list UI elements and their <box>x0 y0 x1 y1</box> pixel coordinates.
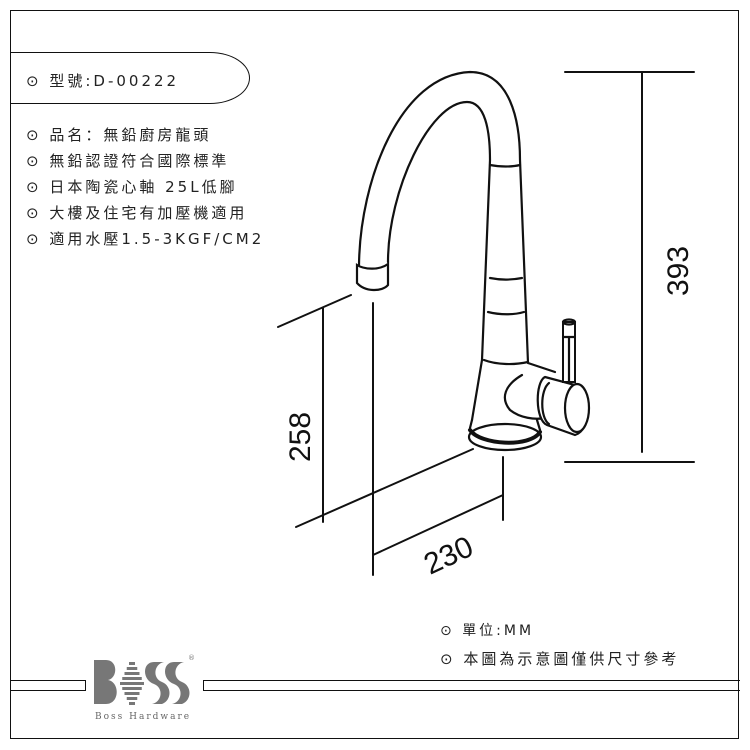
logo-stripe <box>126 697 138 700</box>
model-label-box <box>10 52 250 104</box>
faucet-drawing <box>355 70 591 452</box>
spec-item: ⊙ 大樓及住宅有加壓機適用 <box>26 204 248 222</box>
logo-stripe <box>120 682 144 685</box>
boss-logo: ® <box>94 654 195 705</box>
footer-bar-left <box>10 680 86 691</box>
spec-item: ⊙ 品名：無鉛廚房龍頭 <box>26 126 212 144</box>
dimension-230: 230 <box>419 530 478 581</box>
page-frame <box>10 10 739 739</box>
spec-item: ⊙ 適用水壓1.5-3KGF/CM2 <box>26 230 265 248</box>
logo-stripe <box>129 702 135 705</box>
logo-stripe <box>129 662 135 665</box>
logo-stripe <box>124 672 140 675</box>
dimension-258: 258 <box>284 412 317 462</box>
footer-bar-right <box>203 680 740 691</box>
note-disclaimer: ⊙ 本圖為示意圖僅供尺寸參考 <box>440 650 680 668</box>
logo-stripe <box>124 692 140 695</box>
registered-mark: ® <box>188 654 195 662</box>
spec-item: ⊙ 無鉛認證符合國際標準 <box>26 152 230 170</box>
brand-subtitle: Boss Hardware <box>95 712 192 722</box>
logo-stripe <box>126 667 138 670</box>
dimension-393: 393 <box>662 246 695 296</box>
logo-stripe <box>122 677 142 680</box>
spec-item: ⊙ 日本陶瓷心軸 25L低腳 <box>26 178 238 196</box>
dimension-lines <box>277 71 695 576</box>
logo-stripe <box>122 687 142 690</box>
note-unit: ⊙ 單位:MM <box>440 623 535 639</box>
model-number: ⊙ 型號:D-00222 <box>26 72 180 90</box>
